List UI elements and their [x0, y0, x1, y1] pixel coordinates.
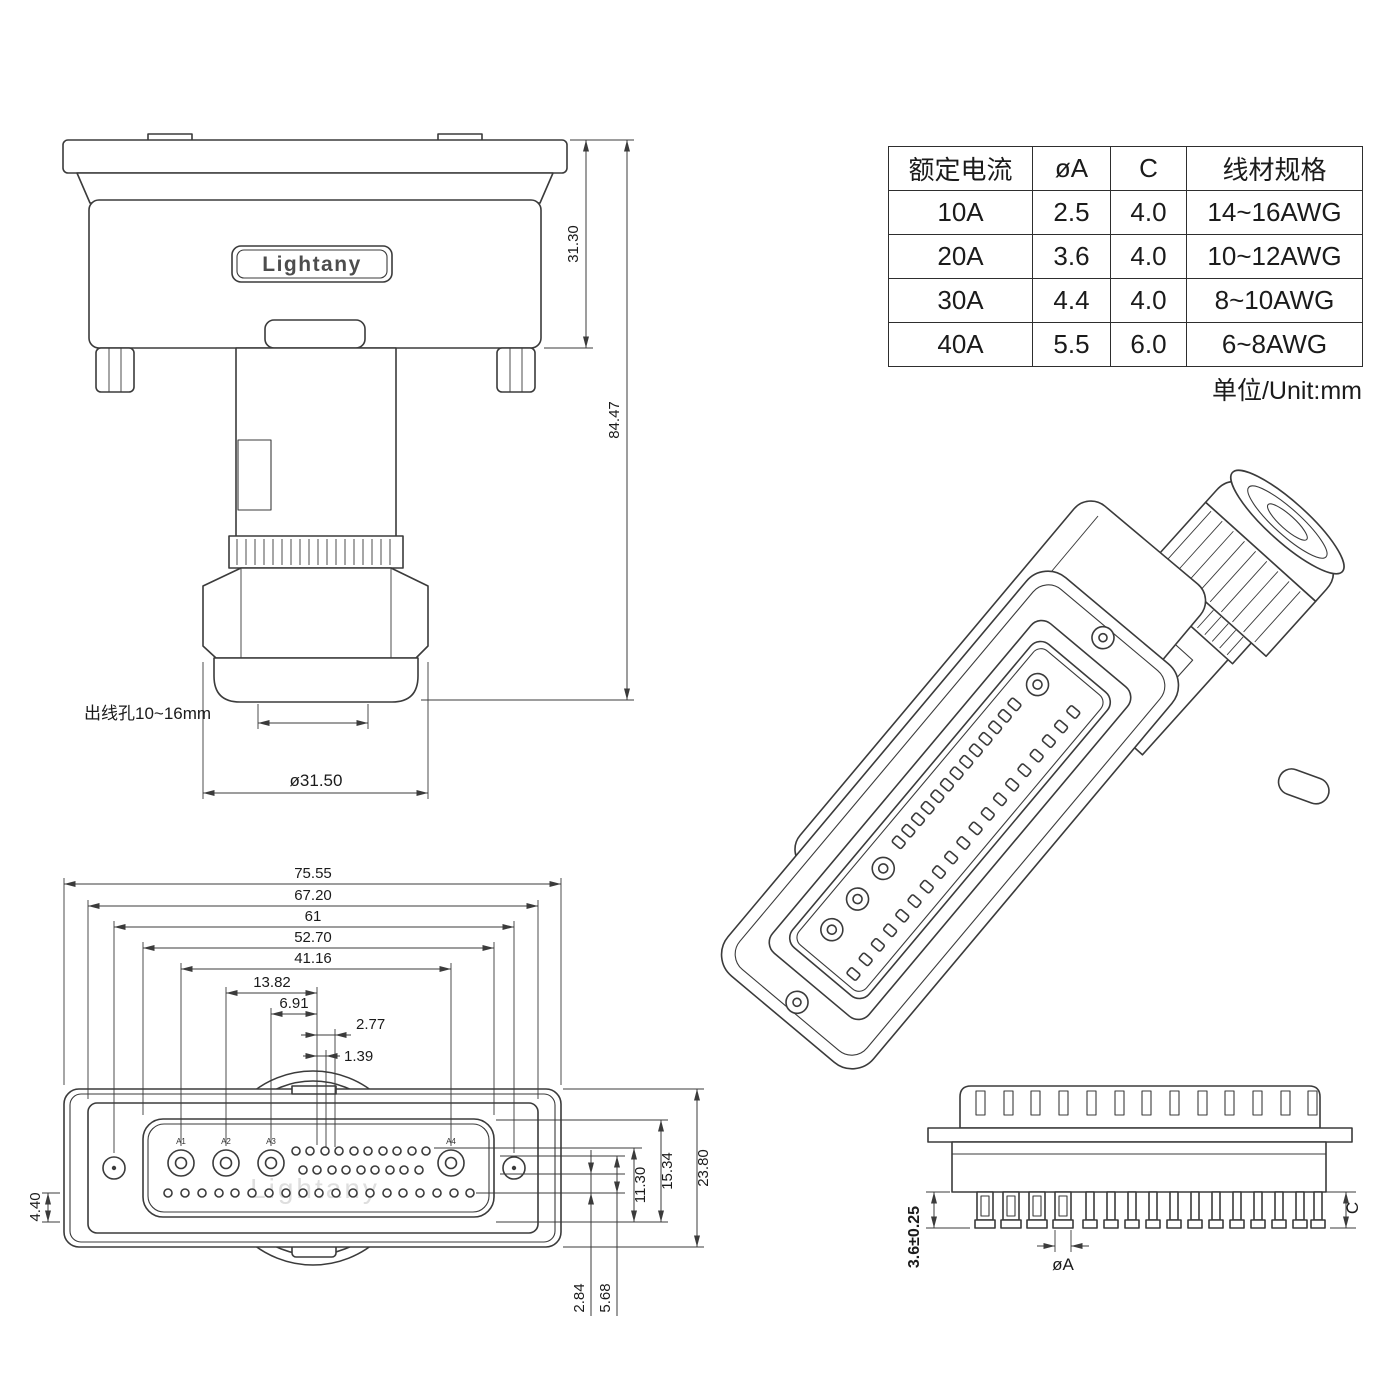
spec-table: 额定电流 øA C 线材规格 10A 2.5 4.0 14~16AWG 20A … — [888, 146, 1363, 367]
dim-row-gap-half: 2.84 — [571, 1283, 588, 1312]
cell-current: 20A — [888, 234, 1033, 279]
side-shell — [959, 1085, 1321, 1129]
cell-current: 40A — [888, 322, 1033, 367]
flange-step — [76, 172, 554, 204]
neck-detail — [237, 439, 272, 511]
side-view: 3.6±0.25 øA C — [906, 1085, 1362, 1274]
dim-gland-diameter: ø31.50 — [290, 771, 343, 790]
cell-wire: 14~16AWG — [1186, 190, 1363, 235]
cable-hole-label: 出线孔10~16mm — [84, 704, 211, 723]
table-row: 30A 4.4 4.0 8~10AWG — [888, 278, 1363, 323]
dim-pin-offset1: 1.39 — [344, 1048, 373, 1065]
cell-wire: 8~10AWG — [1186, 278, 1363, 323]
front-watermark: Lightany — [250, 1173, 380, 1204]
iso-side-peg — [1277, 768, 1330, 805]
table-row: 20A 3.6 4.0 10~12AWG — [888, 234, 1363, 279]
cell-wire: 6~8AWG — [1186, 322, 1363, 367]
gland-dome — [213, 657, 419, 703]
unit-note: 单位/Unit:mm — [1211, 377, 1362, 405]
dim-row-height: 11.30 — [632, 1167, 649, 1203]
dim-row-gap-full: 5.68 — [597, 1283, 614, 1312]
dim-bottom-row: 4.40 — [27, 1192, 44, 1221]
spec-header-row: 额定电流 øA C 线材规格 — [888, 146, 1363, 191]
col-rated-current: 额定电流 — [888, 146, 1033, 191]
dim-hole-spacing: 61 — [305, 908, 322, 925]
cell-current: 30A — [888, 278, 1033, 323]
gland-end-cap — [1230, 469, 1345, 575]
side-flange — [927, 1127, 1353, 1143]
dim-body-height: 31.30 — [565, 225, 582, 263]
top-notch — [291, 1085, 337, 1095]
col-c: C — [1110, 146, 1187, 191]
cell-dia-a: 5.5 — [1032, 322, 1111, 367]
dim-shell-width: 67.20 — [294, 887, 332, 904]
dim-contact-span: 41.16 — [294, 950, 332, 967]
side-dimensions: 3.6±0.25 øA C — [906, 1191, 1362, 1274]
cell-c: 4.0 — [1110, 278, 1187, 323]
front-view: Lightany A1 A2 A3 A4 75.55 — [27, 865, 712, 1316]
rear-view: Lightany 31.30 84.47 出线孔10~16mm ø31.50 — [62, 133, 634, 799]
dim-pin-offset2: 2.77 — [356, 1016, 385, 1033]
cell-c: 4.0 — [1110, 190, 1187, 235]
dim-flange-width: 75.55 — [294, 865, 332, 882]
logo-badge: Lightany — [231, 245, 393, 283]
label-pin-dia: øA — [1052, 1255, 1074, 1274]
cell-dia-a: 3.6 — [1032, 234, 1111, 279]
table-row: 10A 2.5 4.0 14~16AWG — [888, 190, 1363, 235]
top-flange — [62, 139, 568, 174]
gland-nut — [202, 567, 429, 659]
mounting-foot-left — [95, 347, 135, 393]
cell-dia-a: 4.4 — [1032, 278, 1111, 323]
dim-total-height: 84.47 — [606, 401, 623, 439]
iso-d-face — [788, 640, 1112, 1000]
neck — [235, 347, 397, 539]
table-row: 40A 5.5 6.0 6~8AWG — [888, 322, 1363, 367]
thread-hatch — [236, 539, 391, 565]
cell-current: 10A — [888, 190, 1033, 235]
label-c: C — [1343, 1202, 1362, 1214]
dim-a3-to-center: 6.91 — [279, 995, 308, 1012]
mounting-foot-right — [496, 347, 536, 393]
body-clip — [264, 319, 366, 349]
dim-flange-height: 23.80 — [695, 1149, 712, 1187]
dim-face-width: 52.70 — [294, 929, 332, 946]
front-dimensions: 75.55 67.20 61 52.70 41.16 13.82 6.91 2.… — [27, 865, 712, 1316]
col-dia-a: øA — [1032, 146, 1111, 191]
cell-c: 4.0 — [1110, 234, 1187, 279]
side-body — [951, 1141, 1327, 1193]
cell-wire: 10~12AWG — [1186, 234, 1363, 279]
logo-text: Lightany — [262, 253, 362, 276]
cell-c: 6.0 — [1110, 322, 1187, 367]
mounting-hole-left — [102, 1156, 126, 1180]
dim-a2-to-center: 13.82 — [253, 974, 291, 991]
rear-dimensions: 31.30 84.47 出线孔10~16mm ø31.50 — [84, 139, 634, 799]
iso-view: Lightany — [720, 469, 1345, 1070]
dim-pin-protrusion: 3.6±0.25 — [906, 1206, 923, 1268]
iso-power-contacts — [820, 672, 1050, 942]
side-pins — [974, 1191, 1326, 1229]
col-wire-spec: 线材规格 — [1186, 146, 1363, 191]
cell-dia-a: 2.5 — [1032, 190, 1111, 235]
mounting-hole-right — [502, 1156, 526, 1180]
iso-connector — [720, 500, 1207, 1070]
dim-face-height: 15.34 — [659, 1152, 676, 1190]
